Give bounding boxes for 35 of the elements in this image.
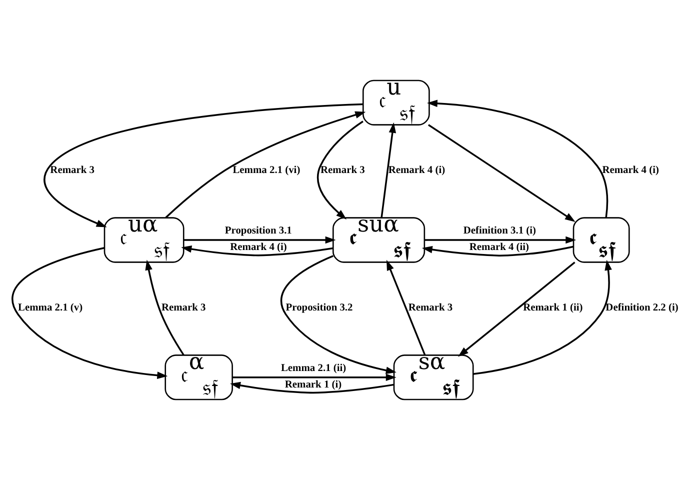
edge-label: Definition 2.2 (i) xyxy=(606,302,678,314)
edge-label: Proposition 3.1 xyxy=(224,225,292,236)
edge-label: Remark 3 xyxy=(50,164,94,176)
edge-label: Proposition 3.2 xyxy=(286,302,353,314)
arrow xyxy=(422,245,574,256)
arrow xyxy=(424,236,576,244)
arrow xyxy=(230,381,394,394)
arrow xyxy=(145,259,184,355)
edge-label: Lemma 2.1 (v) xyxy=(18,302,83,314)
edge-label: Remark 4 (i) xyxy=(230,242,287,253)
arrow xyxy=(280,254,396,374)
arrow xyxy=(165,110,366,218)
arrow xyxy=(232,373,396,381)
edge-label: Remark 4 (i) xyxy=(388,164,446,176)
arrow xyxy=(473,259,612,374)
edge-label: Remark 1 (i) xyxy=(284,378,342,390)
arrow xyxy=(184,236,336,244)
arrow xyxy=(44,102,363,227)
edge-label: Lemma 2.1 (vi) xyxy=(232,164,300,176)
edge-label: Remark 3 xyxy=(408,302,453,314)
arrow xyxy=(386,259,426,355)
edge-label: Definition 3.1 (i) xyxy=(463,225,536,236)
edge-label: Lemma 2.1 (ii) xyxy=(280,362,346,374)
arrow xyxy=(380,122,396,218)
edge-label: Remark 1 (ii) xyxy=(523,302,583,314)
arrow xyxy=(317,120,364,219)
edge-label: Remark 4 (ii) xyxy=(469,242,530,253)
arrow xyxy=(426,99,608,218)
arrow xyxy=(458,261,576,356)
arrow xyxy=(181,244,334,256)
edge-label: Remark 4 (i) xyxy=(602,164,659,176)
edge-label: Remark 3 xyxy=(161,302,206,314)
arrow xyxy=(428,124,576,222)
edge-label: Remark 3 xyxy=(320,164,365,176)
arrow xyxy=(12,246,168,378)
